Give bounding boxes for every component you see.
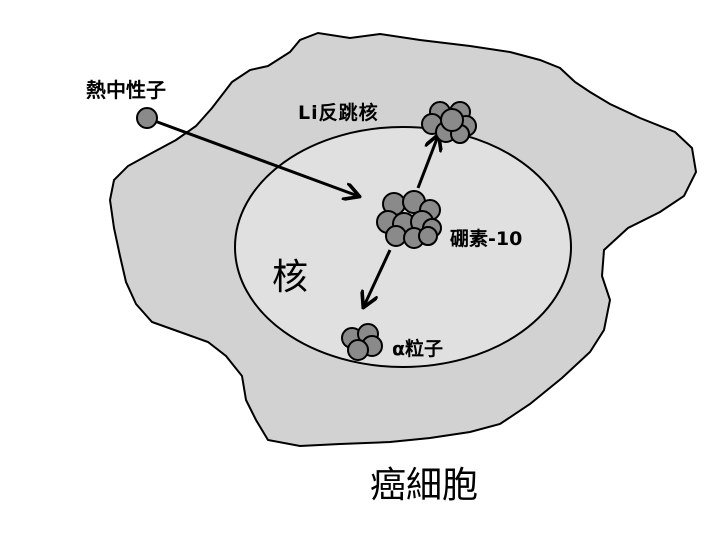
- alpha-cluster: [341, 323, 383, 361]
- li-recoil-cluster: [421, 101, 477, 144]
- nucleus-label: 核: [272, 257, 309, 298]
- boron10-cluster: [376, 190, 442, 249]
- li-recoil-label: Li反跳核: [298, 102, 379, 124]
- neutron-path-arrow: [151, 118, 358, 196]
- alpha-particle-label: α粒子: [392, 338, 444, 360]
- li-path-arrow: [416, 136, 438, 189]
- thermal-neutron-particle: [136, 107, 158, 129]
- thermal-neutron-label: 熱中性子: [86, 78, 166, 102]
- alpha-path-arrow: [364, 249, 392, 306]
- boron10-label: 硼素-10: [450, 228, 523, 250]
- nucleus-shape: [234, 126, 572, 368]
- cancer-cell-label: 癌細胞: [370, 465, 479, 506]
